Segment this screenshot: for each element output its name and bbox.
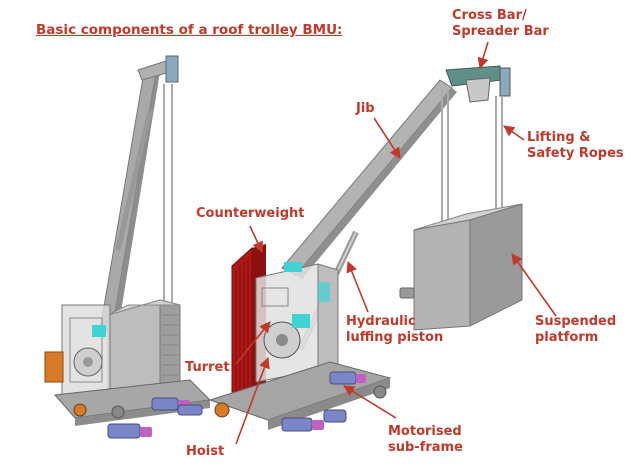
label-cross-bar-line1: Cross Bar/ <box>452 8 549 24</box>
label-motorised-line1: Motorised <box>388 424 463 440</box>
label-counterweight: Counterweight <box>196 206 304 222</box>
right-bmu-machine <box>210 66 522 431</box>
diagram-title: Basic components of a roof trolley BMU: <box>36 22 342 38</box>
arrow-hydraulic-piston <box>348 262 368 312</box>
label-safety-ropes-line2: Safety Ropes <box>527 146 624 162</box>
label-hydraulic-piston: Hydraulic luffing piston <box>346 314 443 346</box>
label-suspended-platform: Suspended platform <box>535 314 616 346</box>
label-sub-frame-line2: sub-frame <box>388 440 463 456</box>
label-hydraulic-line1: Hydraulic <box>346 314 443 330</box>
label-cross-bar: Cross Bar/ Spreader Bar <box>452 8 549 40</box>
label-motorised-subframe: Motorised sub-frame <box>388 424 463 456</box>
label-lifting-line1: Lifting & <box>527 130 624 146</box>
label-platform-line2: platform <box>535 330 616 346</box>
label-hoist: Hoist <box>186 444 224 460</box>
label-jib: Jib <box>356 101 375 117</box>
arrow-cross-bar <box>480 42 488 68</box>
arrow-lifting-ropes <box>504 126 524 140</box>
label-luffing-piston-line2: luffing piston <box>346 330 443 346</box>
left-bmu-machine <box>45 56 210 438</box>
label-suspended-line1: Suspended <box>535 314 616 330</box>
label-turret: Turret <box>185 360 230 376</box>
label-lifting-safety-ropes: Lifting & Safety Ropes <box>527 130 624 162</box>
label-spreader-bar-line2: Spreader Bar <box>452 24 549 40</box>
